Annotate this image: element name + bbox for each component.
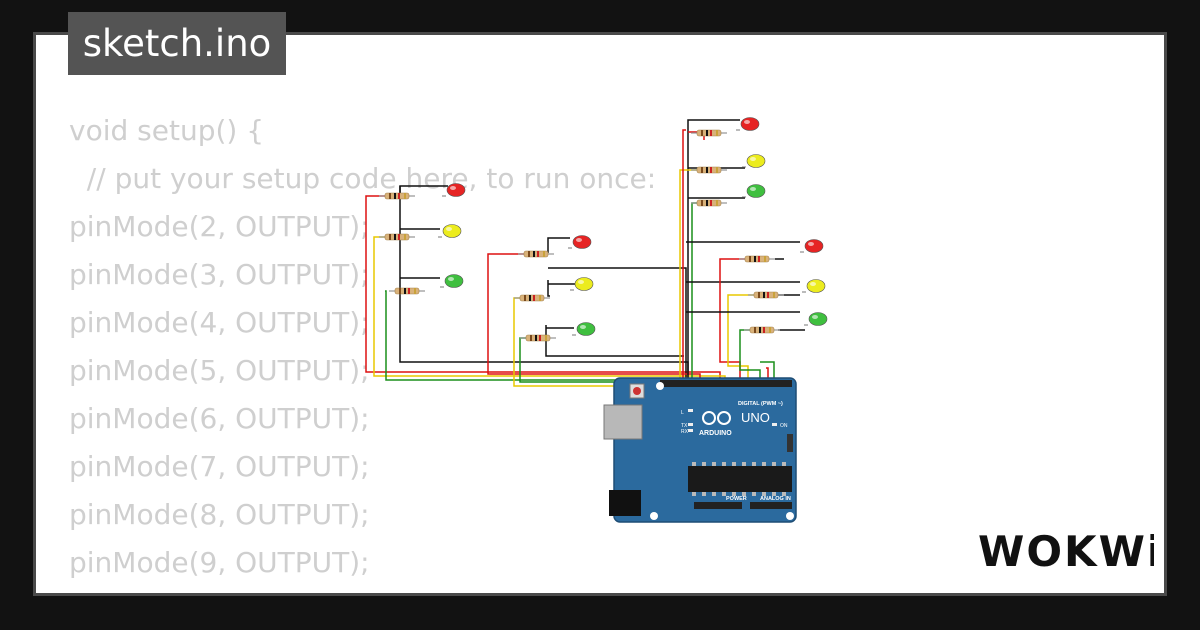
power-header	[694, 502, 742, 509]
board-brand: ARDUINO	[699, 430, 732, 437]
code-line: pinMode(9, OUTPUT);	[69, 546, 370, 579]
parts-layer	[379, 117, 828, 342]
resistor[interactable]	[744, 326, 780, 334]
code-line: // put your setup code here, to run once…	[69, 162, 657, 195]
resistor[interactable]	[379, 192, 415, 200]
code-line: pinMode(4, OUTPUT);	[69, 306, 370, 339]
analog-label: ANALOG IN	[760, 496, 791, 502]
rx-label: RX	[681, 429, 689, 435]
file-tab[interactable]: sketch.ino	[68, 12, 286, 75]
microcontroller-chip	[688, 466, 792, 492]
code-line: pinMode(7, OUTPUT);	[69, 450, 370, 483]
led-green[interactable]	[742, 184, 766, 198]
resistor[interactable]	[389, 287, 425, 295]
resistor[interactable]	[739, 255, 775, 263]
arduino-logo-icon	[702, 411, 731, 425]
wires-group-4	[686, 241, 805, 384]
code-line: pinMode(6, OUTPUT);	[69, 402, 370, 435]
resistor[interactable]	[691, 129, 727, 137]
wokwi-logo-text: WOKWi	[978, 527, 1154, 576]
resistor[interactable]	[691, 166, 727, 174]
led-green[interactable]	[572, 322, 596, 336]
resistor[interactable]	[379, 233, 415, 241]
digital-header	[660, 380, 792, 387]
arduino-uno-board[interactable]: ARDUINO UNO DIGITAL (PWM ~) POWER ANALOG…	[603, 377, 797, 523]
wires-group-3	[679, 119, 745, 384]
resistor[interactable]	[691, 199, 727, 207]
led-green[interactable]	[804, 312, 828, 326]
code-line: pinMode(8, OUTPUT);	[69, 498, 370, 531]
wokwi-logo: WOKWi	[978, 527, 1154, 576]
code-line: pinMode(3, OUTPUT);	[69, 258, 370, 291]
usb-port	[603, 404, 643, 440]
power-label: POWER	[726, 496, 747, 502]
resistor[interactable]	[518, 250, 554, 258]
code-line: pinMode(5, OUTPUT);	[69, 354, 370, 387]
led-yellow[interactable]	[802, 279, 826, 293]
led-yellow[interactable]	[570, 277, 594, 291]
digital-label: DIGITAL (PWM ~)	[738, 401, 783, 407]
led-yellow[interactable]	[742, 154, 766, 168]
led-yellow[interactable]	[438, 224, 462, 238]
board-name: UNO	[741, 410, 770, 425]
resistor[interactable]	[520, 334, 556, 342]
analog-header	[750, 502, 792, 509]
project-preview-card: void setup() { // put your setup code he…	[33, 32, 1167, 596]
on-label: ON	[780, 423, 788, 429]
wires-group-2	[487, 237, 711, 387]
led-red[interactable]	[800, 239, 824, 253]
tx-label: TX	[681, 423, 688, 429]
power-jack	[609, 490, 641, 516]
resistor[interactable]	[514, 294, 550, 302]
led-red[interactable]	[568, 235, 592, 249]
code-line: void setup() {	[69, 114, 265, 147]
led-green[interactable]	[440, 274, 464, 288]
led-red[interactable]	[442, 183, 466, 197]
code-editor: void setup() { // put your setup code he…	[69, 107, 657, 593]
resistor[interactable]	[748, 291, 784, 299]
l-led-label: L	[681, 410, 684, 416]
code-line: pinMode(2, OUTPUT);	[69, 210, 370, 243]
led-red[interactable]	[736, 117, 760, 131]
